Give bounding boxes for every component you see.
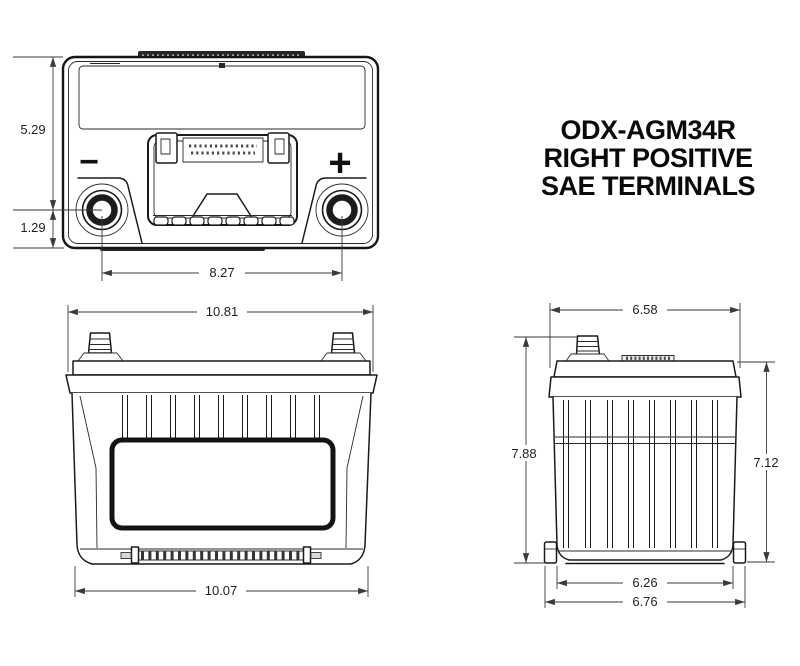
top-view-case-inner-line bbox=[68, 61, 373, 244]
side-view-dimensions: 6.58 7.88 7.12 6.26 6.76 bbox=[505, 302, 787, 609]
side-case-body bbox=[552, 396, 738, 561]
negative-terminal-symbol: − bbox=[79, 143, 99, 181]
handle-clip-right-detail bbox=[274, 138, 285, 155]
front-lid-lower bbox=[65, 374, 378, 394]
side-view: 6.58 7.88 7.12 6.26 6.76 bbox=[505, 302, 787, 609]
dim-overall-depth: 6.58 bbox=[632, 302, 657, 317]
dim-top-edge-to-terminal: 5.29 bbox=[20, 122, 45, 137]
terminal-type-note: SAE TERMINALS bbox=[541, 171, 755, 201]
dim-overall-width: 10.81 bbox=[206, 304, 239, 319]
positive-terminal-symbol: + bbox=[328, 141, 351, 185]
model-number: ODX-AGM34R bbox=[560, 115, 735, 145]
dim-case-height: 7.12 bbox=[753, 455, 778, 470]
vent-hole-label bbox=[182, 137, 264, 163]
handle-grip bbox=[192, 193, 252, 217]
side-ribs bbox=[563, 400, 718, 548]
side-lid-lower bbox=[548, 376, 742, 398]
dim-base-width: 10.07 bbox=[205, 583, 238, 598]
dim-base-outer-depth: 6.76 bbox=[632, 594, 657, 609]
polarity-note: RIGHT POSITIVE bbox=[543, 143, 752, 173]
dim-terminal-spacing: 8.27 bbox=[209, 265, 234, 280]
front-left-inner-wall bbox=[95, 467, 98, 549]
side-lid-upper bbox=[553, 360, 737, 378]
left-terminal-well bbox=[77, 177, 143, 244]
side-left-foot bbox=[543, 541, 558, 564]
handle-clip-left bbox=[155, 132, 178, 164]
right-terminal-well bbox=[301, 177, 367, 244]
dim-overall-height: 7.88 bbox=[511, 446, 536, 461]
front-view-dimensions: 10.81 10.07 bbox=[67, 304, 374, 598]
handle-clip-left-detail bbox=[160, 138, 171, 155]
title-block: ODX-AGM34R RIGHT POSITIVE SAE TERMINALS bbox=[541, 115, 756, 201]
front-label-area bbox=[109, 437, 336, 531]
side-right-foot bbox=[732, 541, 747, 564]
top-view: − + bbox=[13, 51, 380, 281]
front-lid-upper bbox=[72, 360, 371, 376]
handle-assembly bbox=[147, 132, 298, 226]
front-view: 10.81 10.07 bbox=[65, 304, 378, 598]
lid-center-mark bbox=[219, 63, 225, 68]
front-vent-comb bbox=[120, 546, 322, 564]
front-right-post-icon bbox=[320, 332, 367, 362]
handle-clip-right bbox=[267, 132, 290, 164]
front-ribs bbox=[122, 395, 320, 440]
lid-top-panel bbox=[78, 65, 366, 130]
dim-terminal-to-bottom-edge: 1.29 bbox=[20, 220, 45, 235]
front-left-post-icon bbox=[77, 332, 124, 362]
dim-base-inner-depth: 6.26 bbox=[632, 575, 657, 590]
handle-strap-segments bbox=[153, 216, 295, 226]
side-vent-cover bbox=[621, 355, 675, 362]
side-post-icon bbox=[565, 335, 610, 362]
front-right-chamfer bbox=[346, 395, 364, 469]
front-left-chamfer bbox=[79, 395, 97, 469]
front-right-inner-wall bbox=[345, 467, 348, 549]
top-view-dimensions: 5.29 1.29 8.27 bbox=[13, 56, 343, 281]
